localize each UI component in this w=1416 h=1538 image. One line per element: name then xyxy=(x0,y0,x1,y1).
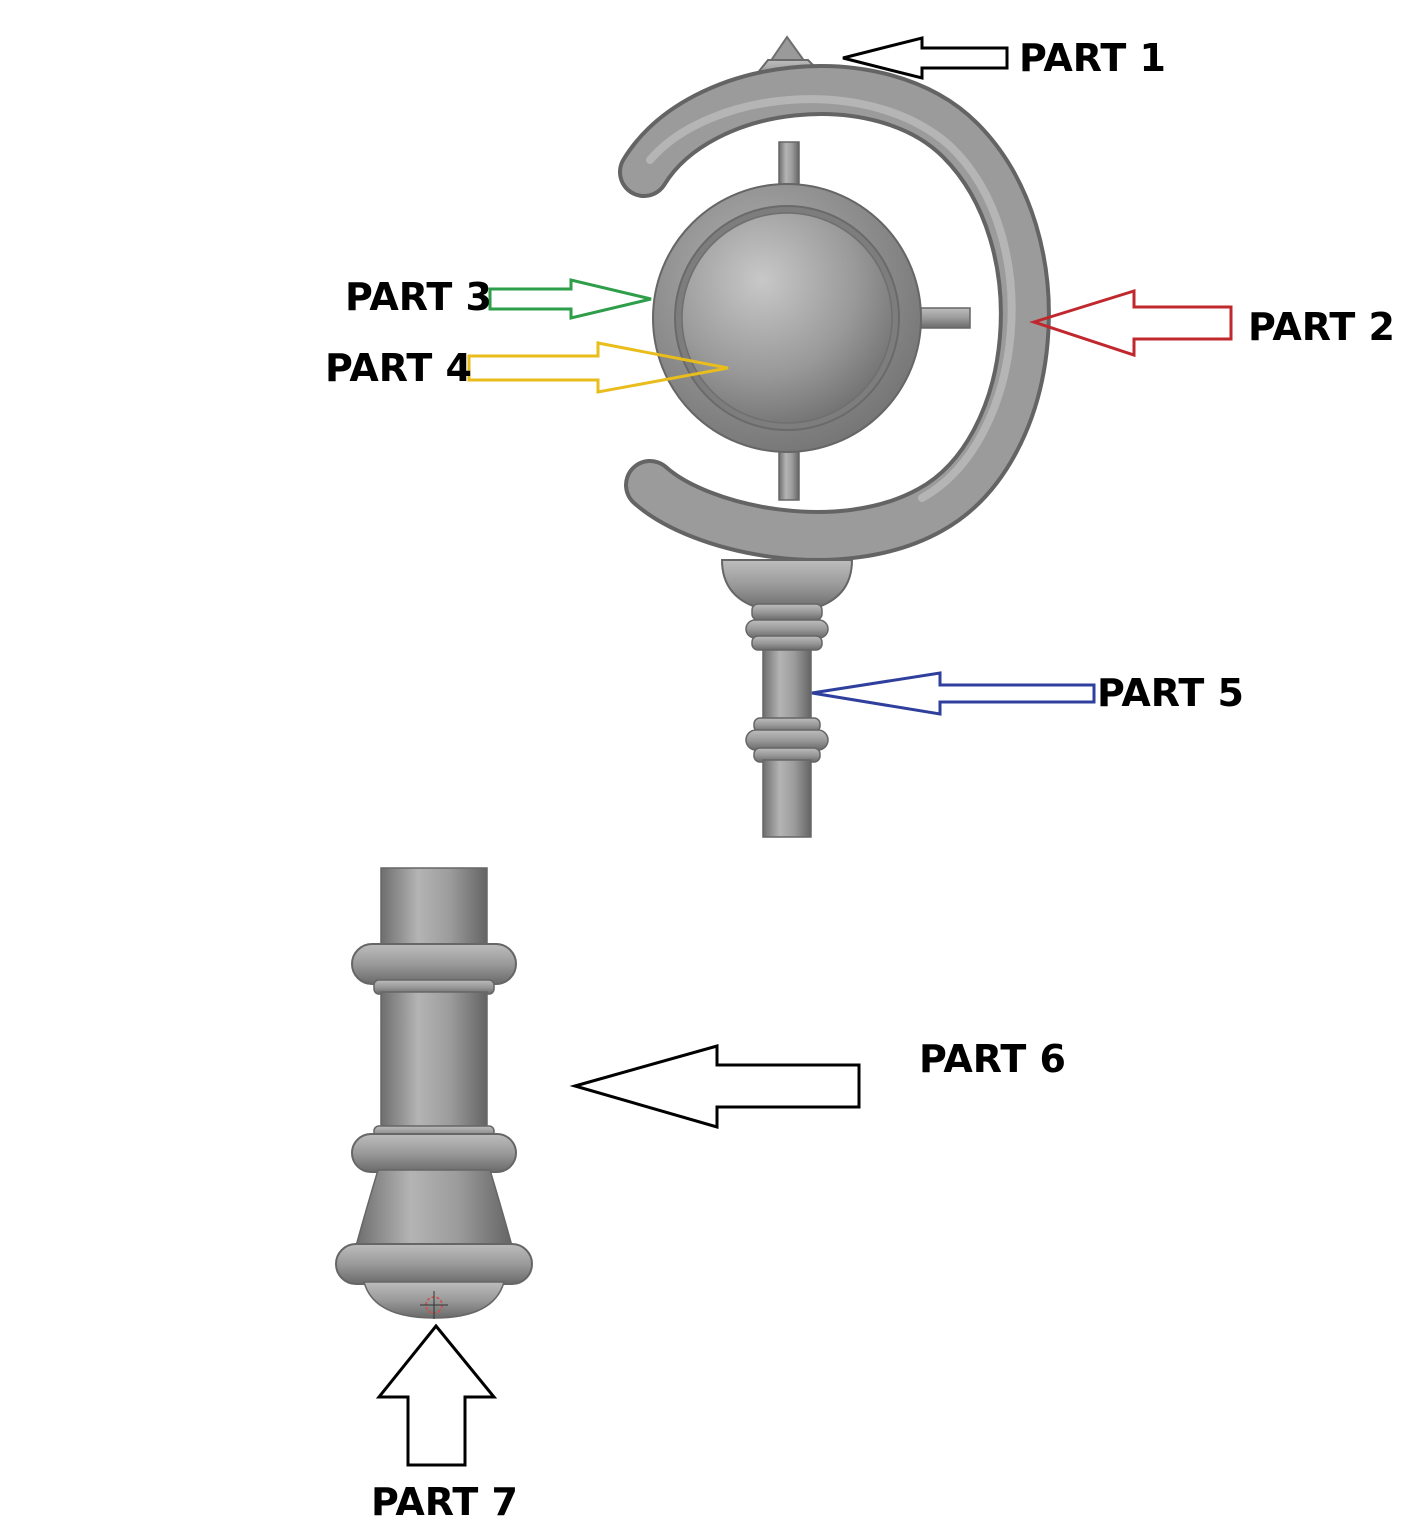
arrow-part-2 xyxy=(1029,288,1233,358)
arrow-part-5 xyxy=(811,671,1096,716)
base-cap-part-7 xyxy=(363,1281,505,1319)
label-part-7: PART 7 xyxy=(371,1480,518,1524)
ring-spokes xyxy=(778,141,971,501)
label-part-1: PART 1 xyxy=(1019,36,1166,80)
arrow-part-6 xyxy=(569,1044,861,1129)
label-part-6: PART 6 xyxy=(919,1037,1066,1081)
arrow-part-7 xyxy=(375,1323,498,1467)
top-lamp-assembly xyxy=(618,35,1051,838)
base-column-part-6 xyxy=(335,867,533,1285)
column-part-5 xyxy=(720,559,854,838)
arrow-part-4 xyxy=(467,341,729,394)
arrow-part-1 xyxy=(842,36,1009,80)
arrow-part-3 xyxy=(488,278,652,320)
globe-sphere-part-4 xyxy=(681,212,893,424)
label-part-2: PART 2 xyxy=(1248,305,1395,349)
label-part-5: PART 5 xyxy=(1097,671,1244,715)
crescent-ring-part-2 xyxy=(618,64,1051,562)
label-part-4: PART 4 xyxy=(325,346,472,390)
bottom-base-assembly xyxy=(335,867,533,1319)
label-part-3: PART 3 xyxy=(345,275,492,319)
